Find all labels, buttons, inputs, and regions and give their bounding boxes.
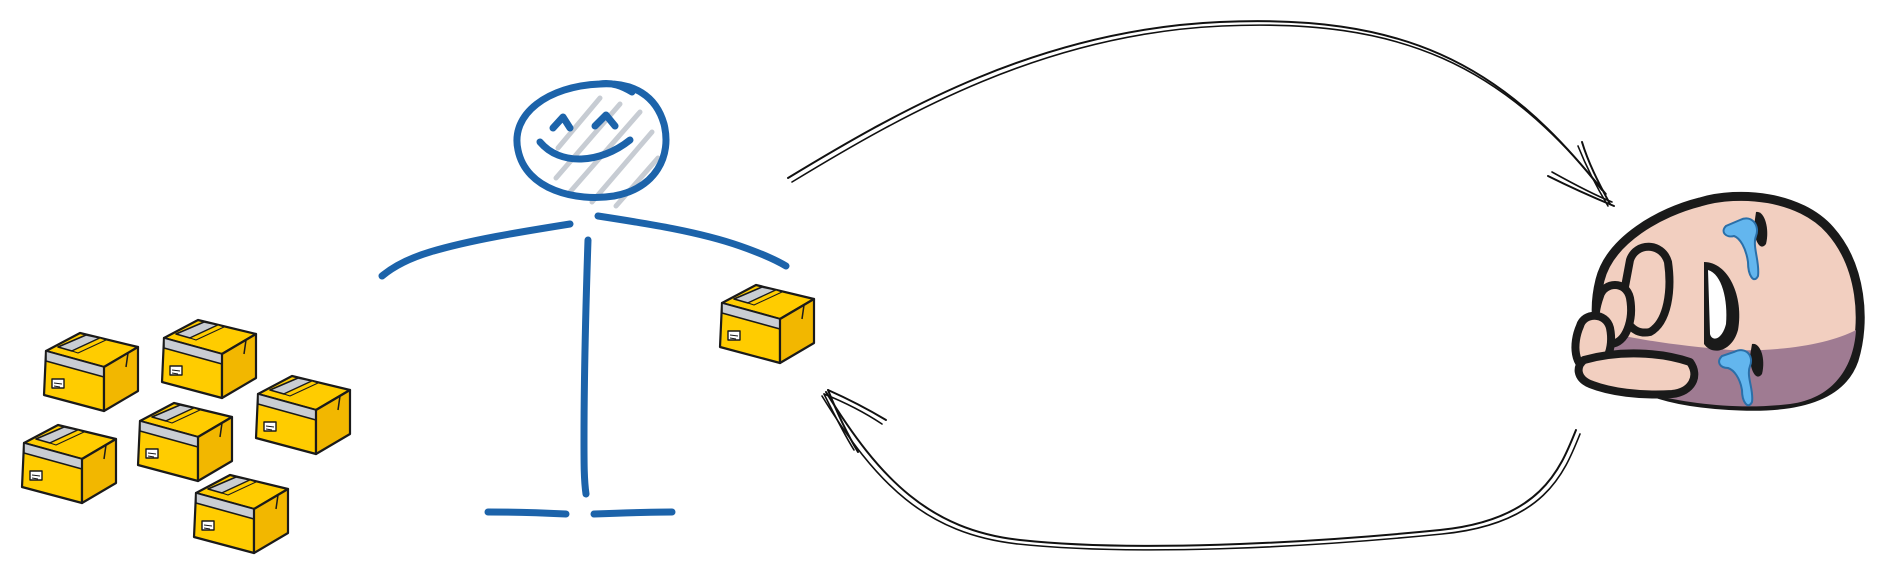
happy-eye-right bbox=[591, 111, 619, 130]
left-arm bbox=[378, 220, 574, 280]
smiling-stick-figure-icon bbox=[513, 80, 670, 201]
crying-fist-face-icon bbox=[1571, 191, 1865, 411]
left-foot bbox=[484, 508, 570, 518]
cardboard-box-icon bbox=[42, 331, 140, 413]
happy-eye-left bbox=[549, 113, 574, 132]
cardboard-box-icon bbox=[160, 318, 258, 400]
smile bbox=[536, 136, 634, 163]
cardboard-box-icon bbox=[718, 283, 816, 365]
cardboard-box-icon bbox=[20, 423, 118, 505]
right-arm bbox=[594, 212, 790, 270]
stick-figure bbox=[378, 80, 790, 518]
body bbox=[580, 236, 592, 498]
cardboard-box-icon bbox=[192, 473, 290, 555]
cardboard-box-icon bbox=[136, 401, 234, 483]
box-pile bbox=[20, 318, 352, 555]
held-box bbox=[718, 283, 816, 365]
right-foot bbox=[590, 508, 676, 518]
cardboard-box-icon bbox=[254, 374, 352, 456]
curved-arrow-left-icon bbox=[821, 389, 1581, 551]
curved-arrow-right-icon bbox=[787, 20, 1615, 207]
